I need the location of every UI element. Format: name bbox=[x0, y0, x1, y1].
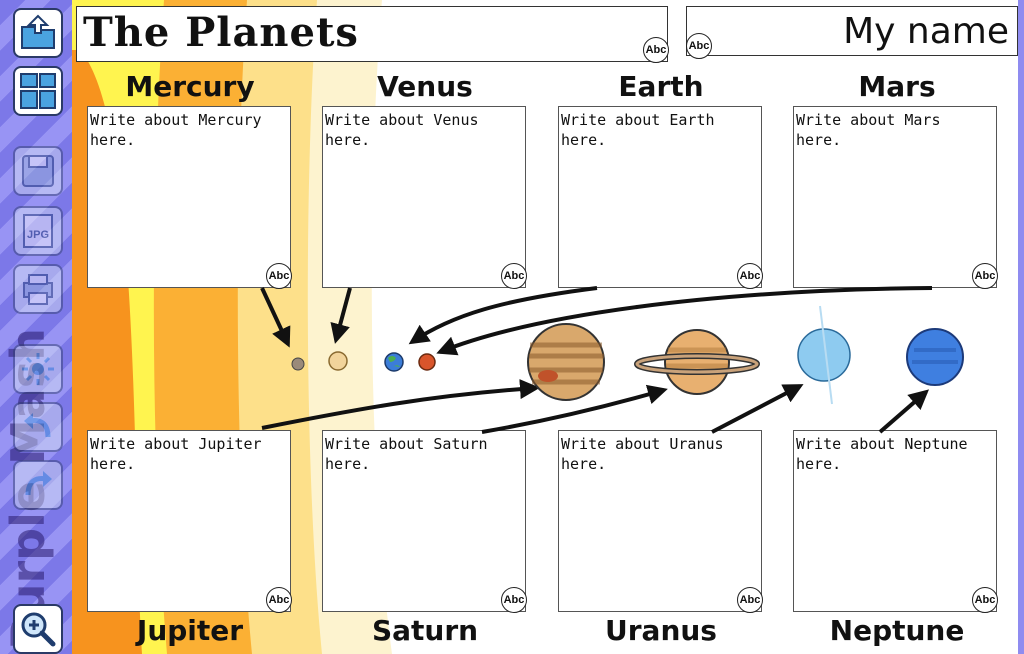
mercury-text-box[interactable]: Write about Mercury here. Abc bbox=[87, 106, 292, 289]
jpg-export-icon: JPG bbox=[23, 214, 53, 248]
save-button[interactable] bbox=[13, 146, 63, 196]
saturn-prompt: Write about Saturn here. bbox=[325, 435, 488, 473]
venus-prompt: Write about Venus here. bbox=[325, 111, 479, 149]
zoom-button[interactable] bbox=[13, 604, 63, 654]
mars-prompt: Write about Mars here. bbox=[796, 111, 941, 149]
page-title: The Planets bbox=[83, 9, 359, 56]
print-button[interactable] bbox=[13, 264, 63, 314]
text-tool-badge[interactable]: Abc bbox=[686, 33, 712, 59]
planet-label-venus: Venus bbox=[377, 70, 473, 103]
name-text: My name bbox=[843, 11, 1009, 52]
jupiter-text-box[interactable]: Write about Jupiter here. Abc bbox=[87, 430, 292, 613]
redo-icon bbox=[25, 471, 52, 496]
worksheet-canvas: The Planets Abc Abc My name Mercury Venu… bbox=[72, 0, 1024, 654]
mars-text-box[interactable]: Write about Mars here. Abc bbox=[793, 106, 998, 289]
planet-label-earth: Earth bbox=[618, 70, 704, 103]
planet-label-neptune: Neptune bbox=[829, 614, 965, 647]
earth-prompt: Write about Earth here. bbox=[561, 111, 715, 149]
text-tool-badge[interactable]: Abc bbox=[737, 587, 763, 613]
text-tool-badge[interactable]: Abc bbox=[501, 587, 527, 613]
text-tool-badge[interactable]: Abc bbox=[501, 263, 527, 289]
planet-label-saturn: Saturn bbox=[371, 614, 479, 647]
neptune-prompt: Write about Neptune here. bbox=[796, 435, 968, 473]
mercury-prompt: Write about Mercury here. bbox=[90, 111, 262, 149]
layout-button[interactable] bbox=[13, 66, 63, 116]
undo-icon bbox=[24, 413, 51, 438]
window-edge bbox=[1018, 0, 1024, 654]
text-tool-badge[interactable]: Abc bbox=[266, 263, 292, 289]
jpg-export-button[interactable]: JPG bbox=[13, 206, 63, 256]
neptune-text-box[interactable]: Write about Neptune here. Abc bbox=[793, 430, 998, 613]
uranus-text-box[interactable]: Write about Uranus here. Abc bbox=[558, 430, 763, 613]
text-tool-badge[interactable]: Abc bbox=[266, 587, 292, 613]
share-icon bbox=[22, 353, 54, 385]
earth-text-box[interactable]: Write about Earth here. Abc bbox=[558, 106, 763, 289]
venus-text-box[interactable]: Write about Venus here. Abc bbox=[322, 106, 527, 289]
redo-button[interactable] bbox=[13, 460, 63, 510]
planet-label-uranus: Uranus bbox=[605, 614, 717, 647]
text-tool-badge[interactable]: Abc bbox=[972, 263, 998, 289]
open-folder-icon bbox=[21, 14, 55, 49]
planet-label-mars: Mars bbox=[858, 70, 936, 103]
name-field[interactable]: Abc My name bbox=[686, 6, 1018, 59]
saturn-text-box[interactable]: Write about Saturn here. Abc bbox=[322, 430, 527, 613]
svg-text:JPG: JPG bbox=[27, 229, 49, 241]
planet-label-jupiter: Jupiter bbox=[136, 614, 244, 647]
zoom-icon bbox=[21, 612, 56, 647]
text-tool-badge[interactable]: Abc bbox=[972, 587, 998, 613]
text-tool-badge[interactable]: Abc bbox=[643, 37, 669, 63]
title-box[interactable]: The Planets Abc bbox=[76, 6, 669, 63]
text-tool-badge[interactable]: Abc bbox=[737, 263, 763, 289]
uranus-prompt: Write about Uranus here. bbox=[561, 435, 724, 473]
jupiter-prompt: Write about Jupiter here. bbox=[90, 435, 262, 473]
toolbar: Purple Mash JPG bbox=[0, 0, 72, 654]
save-icon bbox=[22, 155, 54, 187]
print-icon bbox=[23, 274, 53, 305]
layout-icon bbox=[20, 73, 56, 109]
open-folder-button[interactable] bbox=[13, 8, 63, 58]
planet-label-mercury: Mercury bbox=[125, 70, 255, 103]
undo-button[interactable] bbox=[13, 402, 63, 452]
share-button[interactable] bbox=[13, 344, 63, 394]
